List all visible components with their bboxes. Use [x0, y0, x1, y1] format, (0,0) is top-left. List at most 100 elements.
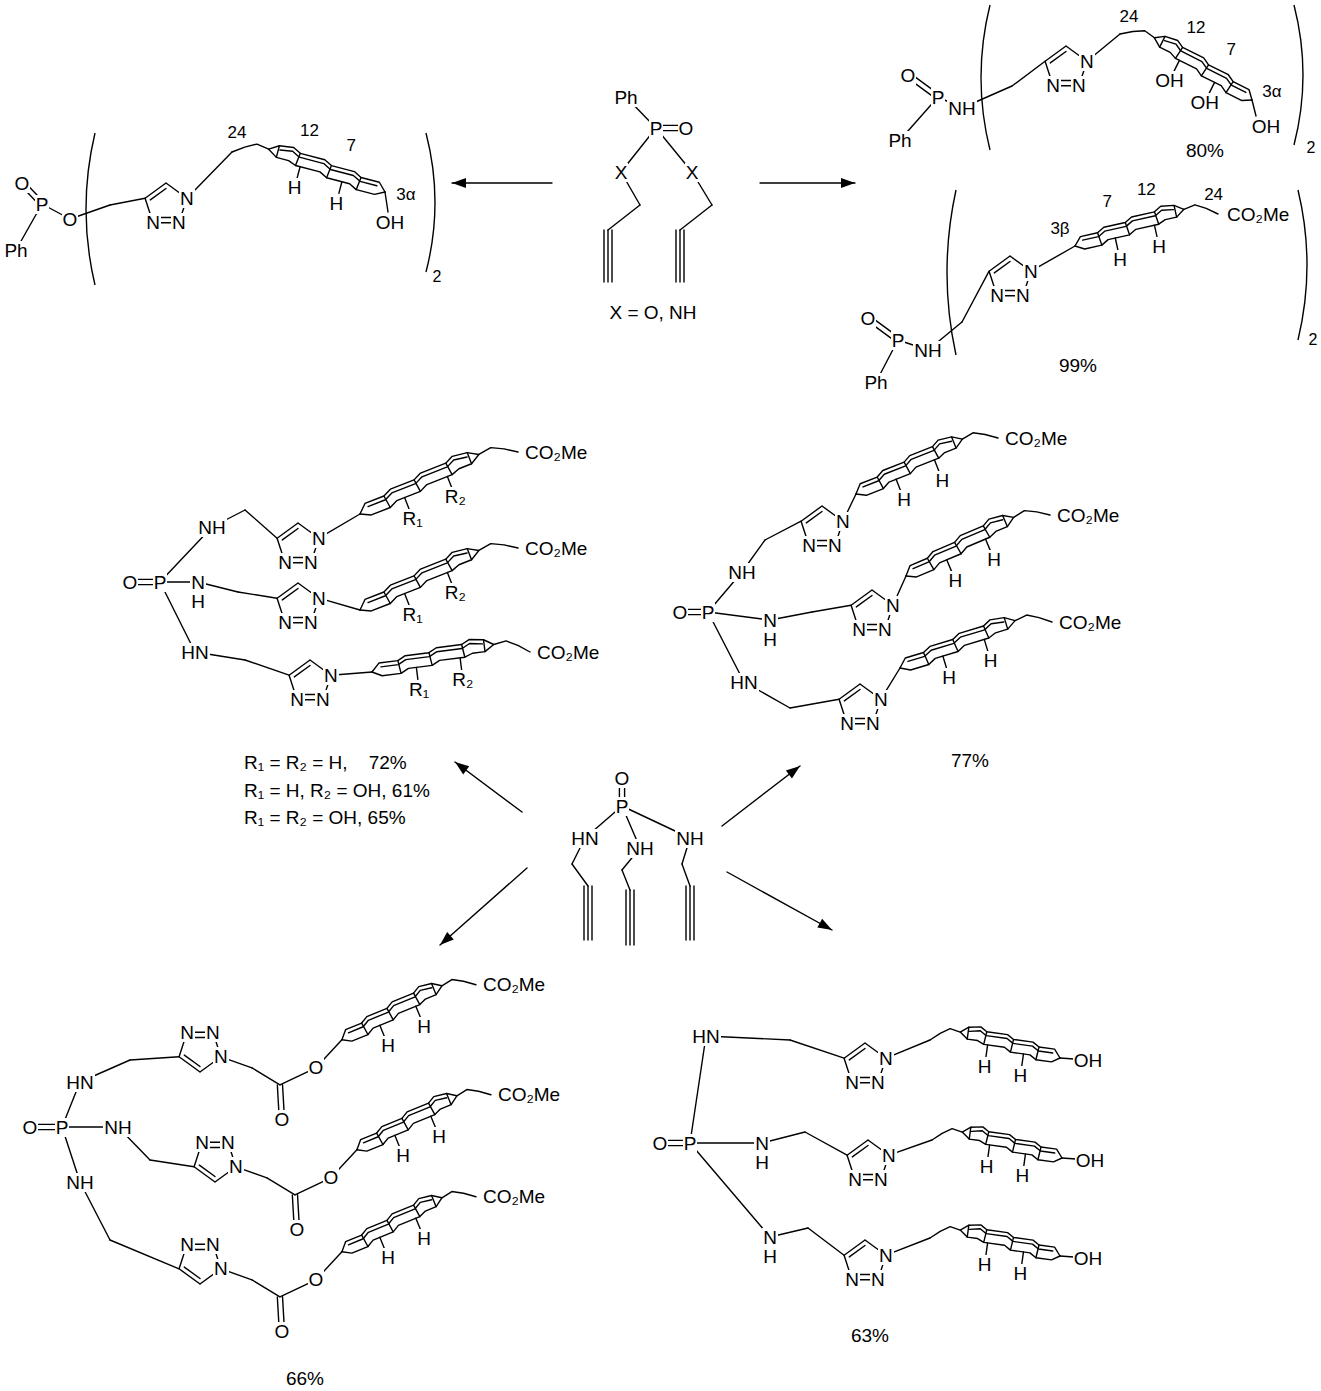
atom-label: NH	[947, 99, 976, 118]
steroid-skeleton	[1036, 1245, 1039, 1258]
substituent-bond	[339, 182, 342, 194]
atom-label: N	[205, 1235, 221, 1254]
steroid-skeleton	[927, 558, 934, 569]
steroid-skeleton	[932, 1127, 1062, 1158]
locant-label: 3α	[395, 186, 416, 203]
substituent-note: R₁ = R₂ = H, 72%	[243, 753, 408, 772]
atom-label: N	[1045, 76, 1061, 95]
substituent-bond	[416, 1006, 421, 1017]
steroid-skeleton	[387, 1008, 393, 1019]
double-bond	[184, 1055, 200, 1066]
bond-line	[708, 612, 744, 682]
steroid-skeleton	[414, 576, 420, 587]
atom-label: H	[762, 630, 778, 649]
steroid-skeleton	[1120, 31, 1252, 100]
atom-label: Ph	[887, 131, 912, 150]
steroid-skeleton	[429, 653, 432, 666]
steroid-skeleton	[295, 153, 300, 165]
atom-label: O	[274, 1110, 291, 1129]
atom-label: N	[303, 553, 319, 572]
steroid-skeleton	[372, 640, 530, 672]
steroid-skeleton	[984, 1032, 987, 1045]
steroid-skeleton	[446, 559, 452, 570]
bond-line	[1252, 100, 1256, 116]
atom-label: N	[870, 1270, 886, 1289]
atom-label: P	[649, 119, 664, 138]
steroid-skeleton	[384, 496, 390, 507]
steroid-skeleton	[356, 177, 361, 189]
bond-line	[608, 205, 640, 230]
double-bond	[199, 1165, 215, 1176]
atom-label: H	[287, 178, 303, 197]
steroid-skeleton	[960, 1032, 1060, 1062]
triple-bond	[603, 230, 604, 282]
atom-label: OH	[1251, 117, 1282, 136]
steroid-skeleton	[432, 1196, 437, 1207]
substituent-bond	[947, 560, 952, 571]
steroid-skeleton	[232, 144, 385, 192]
bond-line	[245, 510, 277, 538]
ester-group: CO₂Me	[497, 1085, 561, 1104]
atom-label: H	[941, 668, 957, 687]
ester-group: CO₂Me	[524, 443, 588, 462]
atom-label: HN	[570, 829, 599, 848]
steroid-skeleton	[342, 986, 442, 1041]
atom-label: N	[179, 1023, 195, 1042]
atom-label: N	[835, 512, 851, 531]
steroid-skeleton	[414, 480, 420, 491]
arrow-head	[452, 178, 466, 188]
substituent-bond	[405, 594, 409, 605]
reaction-arrow	[455, 762, 522, 812]
atom-label: N	[190, 573, 206, 592]
bond-line	[572, 864, 588, 886]
atom-label: N	[277, 553, 293, 572]
bond-line	[252, 1068, 280, 1085]
atom-label: NH	[197, 518, 226, 537]
atom-label: H	[1013, 1264, 1029, 1283]
atom-label: NH	[727, 563, 756, 582]
ester-group: CO₂Me	[1004, 429, 1068, 448]
steroid-skeleton	[967, 1027, 969, 1039]
double-bond	[150, 189, 166, 200]
substituent-bond	[395, 1135, 400, 1146]
atom-label: H	[983, 651, 999, 670]
steroid-skeleton	[276, 146, 279, 158]
steroid-skeleton	[960, 1230, 1060, 1260]
atom-label: HN	[180, 643, 209, 662]
substituent-bond	[986, 1243, 988, 1255]
atom-label: N	[289, 690, 305, 709]
bond-line	[690, 1036, 706, 1143]
triple-bond	[629, 890, 630, 945]
bond-line	[680, 205, 712, 230]
atom-label: N	[213, 1047, 229, 1066]
atom-label: N	[179, 189, 195, 208]
atom-label: P	[891, 331, 906, 350]
triple-bond	[685, 886, 686, 940]
yield-label: 66%	[285, 1369, 325, 1388]
atom-label: N	[205, 1023, 221, 1042]
steroid-skeleton	[967, 1225, 969, 1237]
atom-label: O	[678, 119, 695, 138]
double-bond	[184, 1267, 200, 1278]
bond-group	[16, 31, 1256, 1332]
atom-label: N	[878, 1049, 894, 1068]
atom-label: R₁	[408, 680, 430, 699]
steroid-skeleton	[1201, 65, 1208, 76]
atom-label: O	[614, 769, 631, 788]
yield-label: 77%	[950, 751, 990, 770]
atom-label: N	[877, 620, 893, 639]
steroid-skeleton	[1175, 47, 1182, 58]
atom-label: N	[801, 536, 817, 555]
atom-label: OH	[1154, 71, 1185, 90]
substituent-bond	[1115, 238, 1118, 250]
atom-label: P	[683, 1134, 698, 1153]
steroid-skeleton	[970, 1031, 1053, 1053]
triple-bond	[587, 886, 588, 940]
steroid-skeleton	[984, 626, 989, 638]
atom-label: N	[1079, 52, 1095, 71]
steroid-skeleton	[414, 993, 420, 1004]
atom-label: H	[896, 490, 912, 509]
double-bond	[844, 690, 860, 701]
substituent-bond	[943, 656, 946, 667]
